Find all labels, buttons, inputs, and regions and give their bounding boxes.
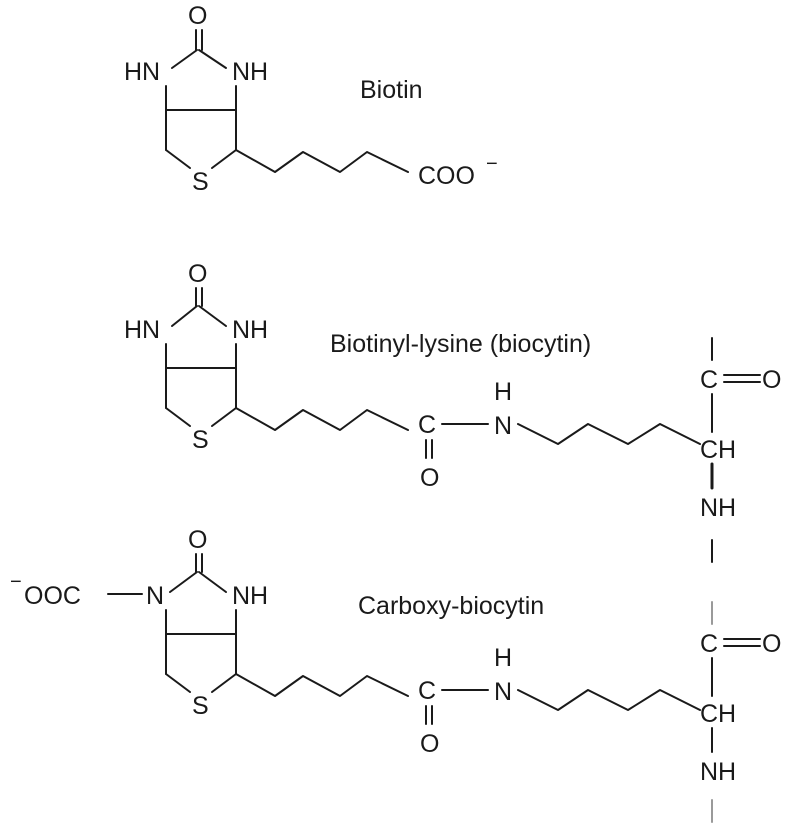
atom-c: C: [418, 677, 436, 705]
valeryl-chain: [235, 149, 409, 173]
biotin-structure: O HN NH S COO − Biotin: [124, 2, 498, 196]
bond: [165, 407, 191, 427]
bond: [211, 407, 237, 427]
lysine-chain: [517, 423, 701, 445]
atom-n: N: [146, 582, 164, 610]
atom-o: O: [188, 526, 207, 554]
atom-nh: NH: [232, 582, 268, 610]
bond: [211, 149, 237, 169]
bond: [165, 673, 191, 693]
bond: [171, 49, 198, 69]
atom-hn: HN: [124, 316, 160, 344]
atom-ooc: OOC: [24, 582, 81, 610]
atom-s: S: [192, 168, 209, 196]
label-biotin: Biotin: [360, 76, 423, 104]
atom-o: O: [188, 2, 207, 30]
atom-nh: NH: [232, 58, 268, 86]
bond: [198, 571, 227, 593]
atom-c: C: [700, 366, 718, 394]
atom-ch: CH: [700, 436, 736, 464]
atom-ch: CH: [700, 700, 736, 728]
atom-nh: NH: [700, 494, 736, 522]
bond: [169, 571, 198, 593]
atom-nh: NH: [700, 758, 736, 786]
label-carboxy-biocytin: Carboxy-biocytin: [358, 592, 544, 620]
atom-s: S: [192, 426, 209, 454]
atom-h: H: [494, 644, 512, 672]
atom-o: O: [188, 260, 207, 288]
bond: [165, 149, 191, 169]
atom-c: C: [418, 411, 436, 439]
bond: [211, 673, 237, 693]
bond: [171, 305, 198, 327]
atom-nh: NH: [232, 316, 268, 344]
atom-o: O: [420, 730, 439, 758]
atom-o: O: [420, 464, 439, 492]
valeryl-chain: [235, 407, 409, 431]
carboxy-biocytin-structure: − OOC N O NH S C O H N CH C O NH: [10, 526, 781, 823]
atom-o: O: [762, 630, 781, 658]
lysine-chain: [517, 689, 701, 711]
atom-hn: HN: [124, 58, 160, 86]
biocytin-structure: O HN NH S C O H N CH C O NH Biotinyl-lys…: [124, 260, 781, 563]
atom-s: S: [192, 692, 209, 720]
bond: [198, 305, 227, 327]
label-biocytin: Biotinyl-lysine (biocytin): [330, 330, 591, 358]
atom-c: C: [700, 630, 718, 658]
charge-minus: −: [486, 153, 498, 175]
atom-coo: COO: [418, 162, 475, 190]
valeryl-chain: [235, 673, 409, 697]
atom-h: H: [494, 378, 512, 406]
charge-minus: −: [10, 571, 22, 593]
bond: [198, 49, 227, 69]
atom-n: N: [494, 412, 512, 440]
atom-n: N: [494, 678, 512, 706]
atom-o: O: [762, 366, 781, 394]
